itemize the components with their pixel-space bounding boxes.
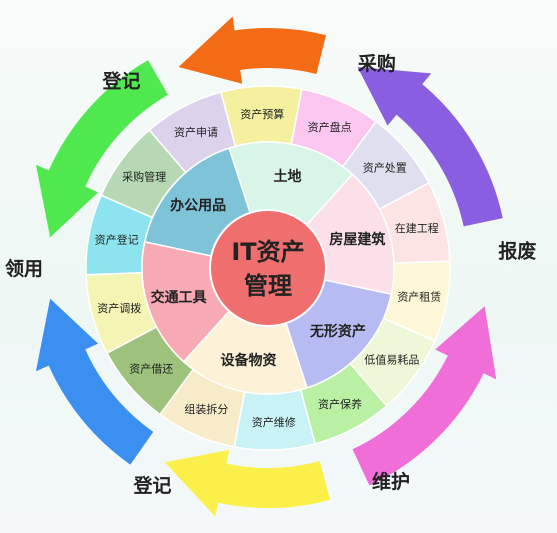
outer-item-label: 低值易耗品 <box>364 353 419 366</box>
outer-item-label: 资产盘点 <box>308 120 352 134</box>
arrow-weihu <box>164 449 331 517</box>
arrow-denji-bottom <box>35 298 154 465</box>
arrow-lingyong <box>35 60 168 238</box>
outer-item-label: 资产登记 <box>95 232 139 246</box>
stage-label: 登记 <box>133 474 172 497</box>
inner-category-label: 土地 <box>274 168 302 185</box>
stage-label: 领用 <box>5 257 43 280</box>
outer-item-label: 资产申请 <box>174 125 218 139</box>
center-title-line2: 管理 <box>244 272 292 300</box>
outer-item-label: 资产保养 <box>318 397 362 411</box>
center-circle <box>209 209 327 327</box>
arrow-denji-top <box>178 16 327 84</box>
inner-category-label: 设备物资 <box>220 352 276 369</box>
outer-item-label: 资产维修 <box>252 415 296 429</box>
arrow-caigou <box>357 67 503 227</box>
outer-item-label: 资产预算 <box>240 107 284 121</box>
center-title-line1: IT资产 <box>231 238 304 266</box>
outer-item-label: 资产租赁 <box>397 290 441 304</box>
outer-item-label: 组装拆分 <box>184 402 228 416</box>
stage-label: 登记 <box>101 69 140 92</box>
stage-label: 报废 <box>498 240 536 263</box>
outer-item-label: 资产借还 <box>129 361 173 375</box>
outer-item-label: 资产调拨 <box>97 301 141 315</box>
outer-item-label: 在建工程 <box>395 221 439 235</box>
inner-category-label: 无形资产 <box>309 323 366 340</box>
outer-item-label: 资产处置 <box>363 161 407 175</box>
arrow-baofei <box>352 306 497 486</box>
stage-label: 采购 <box>358 52 396 75</box>
stage-label: 维护 <box>372 470 410 493</box>
inner-category-label: 房屋建筑 <box>329 231 385 248</box>
outer-item-label: 采购管理 <box>122 170 166 184</box>
inner-category-label: 办公用品 <box>170 197 226 214</box>
inner-category-label: 交通工具 <box>151 289 207 306</box>
